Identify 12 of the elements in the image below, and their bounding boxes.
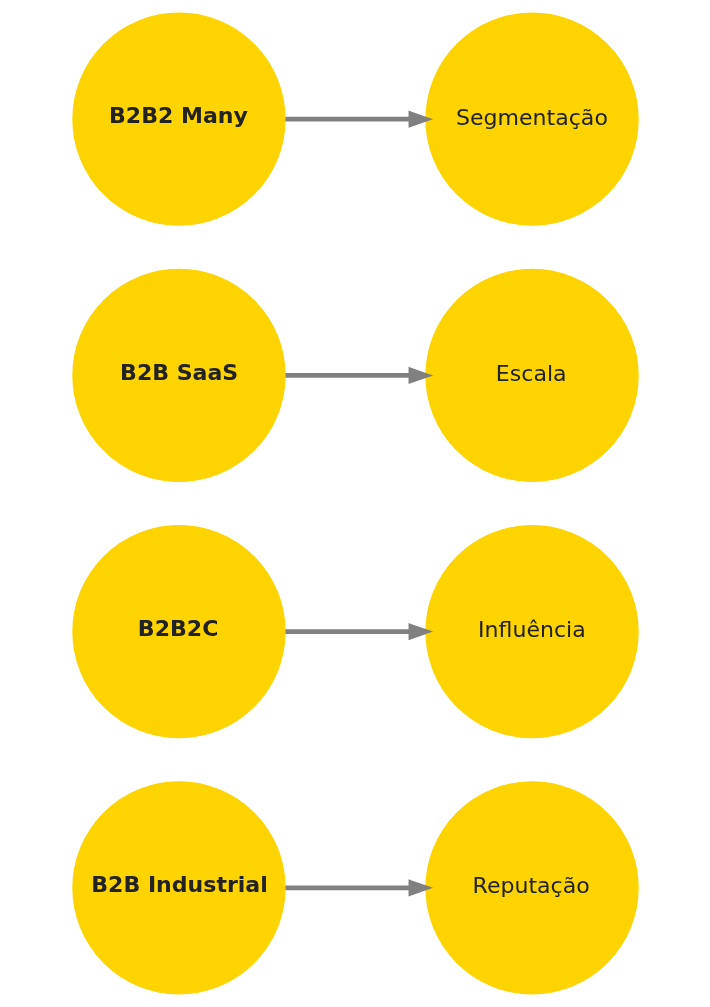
- node-circle: Segmentação: [424, 12, 639, 226]
- arrow: [284, 879, 433, 897]
- node-circle: B2B Industrial: [71, 781, 286, 995]
- node-circle: Escala: [424, 268, 639, 483]
- arrow: [284, 623, 433, 641]
- arrow: [284, 366, 433, 384]
- node-circle: B2B2 Many: [71, 12, 286, 226]
- node-circle: Reputação: [424, 781, 639, 995]
- node-circle: B2B2C: [71, 524, 286, 739]
- arrow: [284, 110, 433, 128]
- node-circle: B2B SaaS: [71, 268, 286, 483]
- node-circle: Influência: [424, 524, 639, 739]
